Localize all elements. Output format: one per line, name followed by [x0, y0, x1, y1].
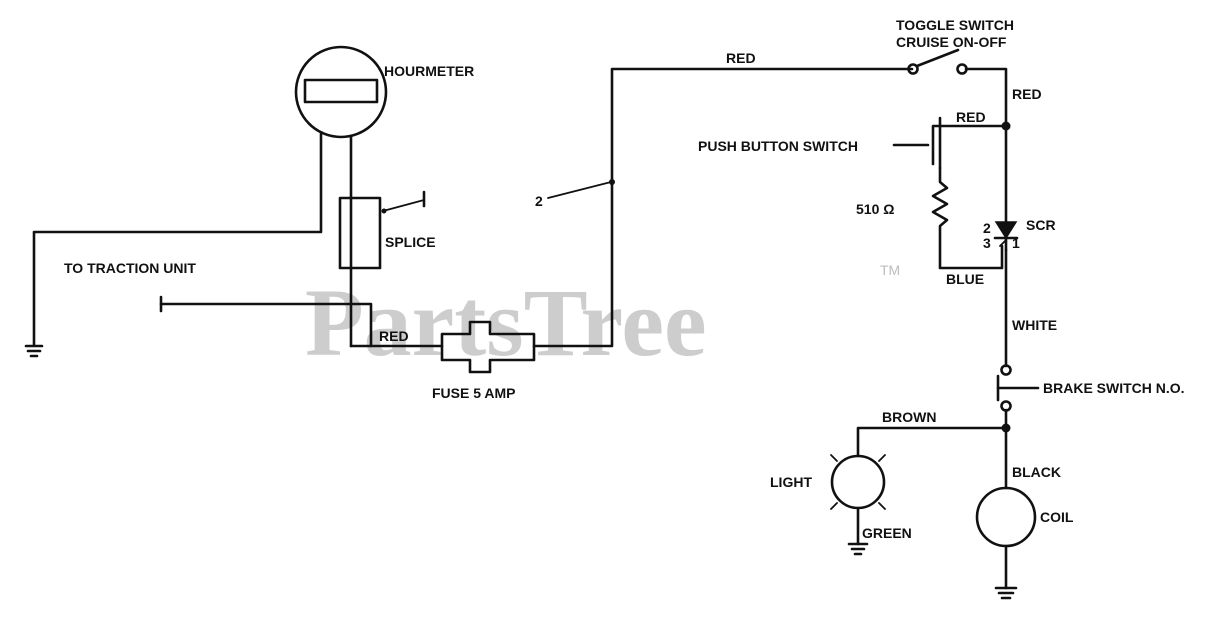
resistor-symbol — [931, 166, 1004, 270]
coil-symbol — [975, 486, 1037, 548]
wire-2-pointer — [547, 181, 612, 199]
watermark-tm: TM — [880, 262, 900, 278]
toggle-switch-label-2: CRUISE ON-OFF — [896, 34, 1007, 50]
brake-switch-symbol — [996, 364, 1040, 412]
blue-label: BLUE — [946, 271, 984, 287]
push-button-wire — [931, 124, 1008, 166]
splice-symbol — [338, 196, 382, 270]
light-label: LIGHT — [770, 474, 812, 490]
brown-label: BROWN — [882, 409, 936, 425]
splice-pointer — [382, 199, 425, 212]
wire-2-label: 2 — [535, 193, 543, 209]
coil-label: COIL — [1040, 509, 1074, 525]
toggle-switch-label-1: TOGGLE SWITCH — [896, 17, 1014, 33]
scr-pin-3: 3 — [983, 235, 991, 251]
push-button-label: PUSH BUTTON SWITCH — [698, 138, 858, 154]
right-bus-wire — [964, 67, 1008, 224]
resistor-label: 510 Ω — [856, 201, 894, 217]
ground-symbol-left — [24, 344, 44, 358]
traction-unit-wire — [159, 302, 373, 348]
fuse-to-main-wire — [532, 67, 914, 348]
red-push-label: RED — [956, 109, 986, 125]
hourmeter-label: HOURMETER — [384, 63, 474, 79]
ground-symbol-coil — [994, 586, 1018, 600]
green-label: GREEN — [862, 525, 912, 541]
scr-pin-2: 2 — [983, 220, 991, 236]
white-label: WHITE — [1012, 317, 1057, 333]
hourmeter-lead-left — [32, 132, 323, 347]
red-fuse-label: RED — [379, 328, 409, 344]
brake-switch-label: BRAKE SWITCH N.O. — [1043, 380, 1185, 396]
fuse-label: FUSE 5 AMP — [432, 385, 516, 401]
light-symbol — [830, 454, 886, 510]
fuse-symbol — [440, 320, 536, 374]
scr-symbol — [993, 221, 1019, 252]
hourmeter-symbol — [294, 45, 388, 139]
brown-wire — [856, 426, 1008, 458]
ground-symbol-light — [847, 542, 869, 556]
toggle-switch-symbol — [907, 48, 968, 75]
to-traction-unit-label: TO TRACTION UNIT — [64, 260, 196, 276]
scr-label: SCR — [1026, 217, 1056, 233]
red-right-label: RED — [1012, 86, 1042, 102]
splice-label: SPLICE — [385, 234, 436, 250]
red-top-label: RED — [726, 50, 756, 66]
black-label: BLACK — [1012, 464, 1061, 480]
scr-pin-1: 1 — [1012, 235, 1020, 251]
